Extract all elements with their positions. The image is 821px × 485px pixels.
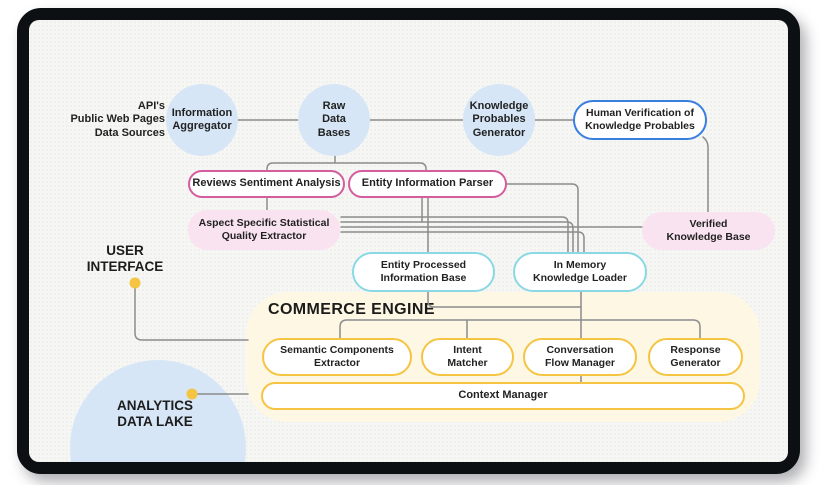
node-knowledge-probables-generator: Knowledge Probables Generator — [463, 84, 535, 156]
analytics-data-lake-label: ANALYTICS DATA LAKE — [116, 398, 193, 429]
wire-humanverification-verifiedkb — [702, 136, 709, 213]
wire-engine-bracket — [339, 319, 701, 339]
user-interface-dot — [129, 277, 141, 289]
node-information-aggregator: Information Aggregator — [166, 84, 238, 156]
commerce-engine-title: COMMERCE ENGINE — [268, 301, 435, 318]
node-semantic-components-extractor: Semantic Components Extractor — [262, 338, 412, 376]
node-entity-processed-information-base: Entity Processed Information Base — [352, 252, 495, 292]
diagram-screen: COMMERCE ENGINE — [29, 20, 788, 462]
data-sources-label: API's Public Web Pages Data Sources — [70, 100, 165, 139]
connector-lines — [129, 119, 709, 400]
device-frame: COMMERCE ENGINE — [17, 8, 800, 474]
node-conversation-flow-manager: Conversation Flow Manager — [523, 338, 637, 376]
node-context-manager: Context Manager — [261, 382, 745, 410]
diagram-canvas: COMMERCE ENGINE — [29, 20, 788, 462]
node-in-memory-knowledge-loader: In Memory Knowledge Loader — [513, 252, 647, 292]
wire-aspect-inmemory-2 — [340, 221, 574, 253]
node-entity-information-parser: Entity Information Parser — [348, 170, 507, 198]
node-verified-knowledge-base: Verified Knowledge Base — [642, 212, 775, 250]
wire-rawdb-branch — [266, 155, 427, 171]
node-reviews-sentiment-analysis: Reviews Sentiment Analysis — [188, 170, 345, 198]
node-aspect-quality-extractor: Aspect Specific Statistical Quality Extr… — [188, 210, 340, 250]
wire-entityprocessed-spine — [427, 291, 582, 308]
node-response-generator: Response Generator — [648, 338, 743, 376]
wire-aspect-inmemory-3 — [340, 231, 585, 253]
analytics-dot — [186, 388, 198, 400]
wire-ui-engine — [134, 287, 249, 341]
node-intent-matcher: Intent Matcher — [421, 338, 514, 376]
node-human-verification: Human Verification of Knowledge Probable… — [573, 100, 707, 140]
node-raw-data-bases: Raw Data Bases — [298, 84, 370, 156]
user-interface-label: USER INTERFACE — [86, 243, 164, 274]
wire-aspect-inmemory-1 — [340, 216, 569, 253]
wire-parser-inmemory — [506, 183, 579, 253]
